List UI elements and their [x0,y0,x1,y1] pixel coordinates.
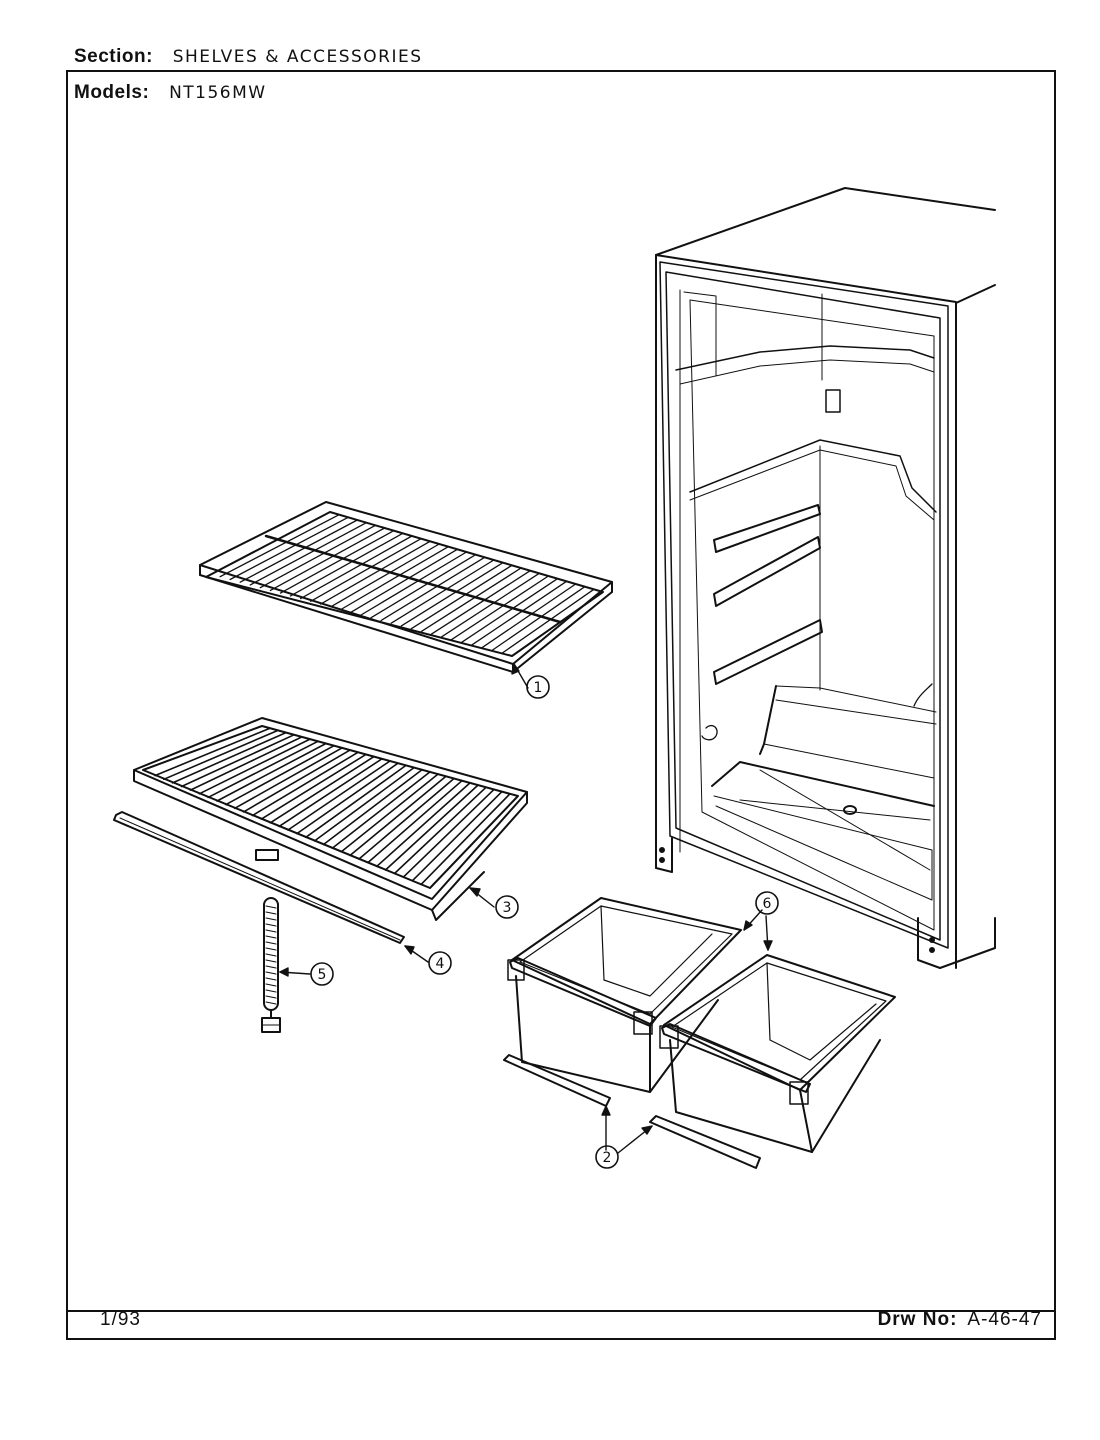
drawer-trim-strips [503,1054,761,1169]
wire-shelf [199,501,613,673]
callout-leaders [279,663,773,1154]
section-label: Section: [74,46,153,67]
refrigerator-cabinet [655,187,996,969]
models-heading: Models: NT156MW [74,82,267,104]
drawing-number-label: Drw No: [877,1309,958,1330]
crisper-drawer-right [659,954,896,1153]
drawing-number-block: Drw No: A-46-47 [878,1309,1042,1331]
models-label: Models: [74,82,150,103]
callout-5: 5 [310,962,334,986]
svg-text:4: 4 [436,956,445,972]
callout-4: 4 [428,951,452,975]
shelf-support [261,897,281,1033]
svg-text:5: 5 [318,967,327,983]
callout-2: 2 [595,1145,619,1169]
drawing-number-value: A-46-47 [967,1309,1042,1330]
models-value: NT156MW [169,83,267,103]
section-heading: Section: SHELVES & ACCESSORIES [74,46,423,68]
callout-3: 3 [495,895,519,919]
revision-date: 1/93 [100,1309,141,1330]
callout-1: 1 [526,675,550,699]
footer-divider [66,1310,1056,1312]
drawing-frame [66,70,1056,1340]
glass-shelf [133,717,528,921]
section-value: SHELVES & ACCESSORIES [172,47,423,67]
callout-6: 6 [755,891,779,915]
crisper-drawer-left [507,897,742,1093]
svg-text:1: 1 [534,680,543,696]
svg-text:3: 3 [503,900,512,916]
svg-text:2: 2 [603,1150,612,1166]
svg-text:6: 6 [763,896,772,912]
shelf-front-trim [113,811,405,944]
